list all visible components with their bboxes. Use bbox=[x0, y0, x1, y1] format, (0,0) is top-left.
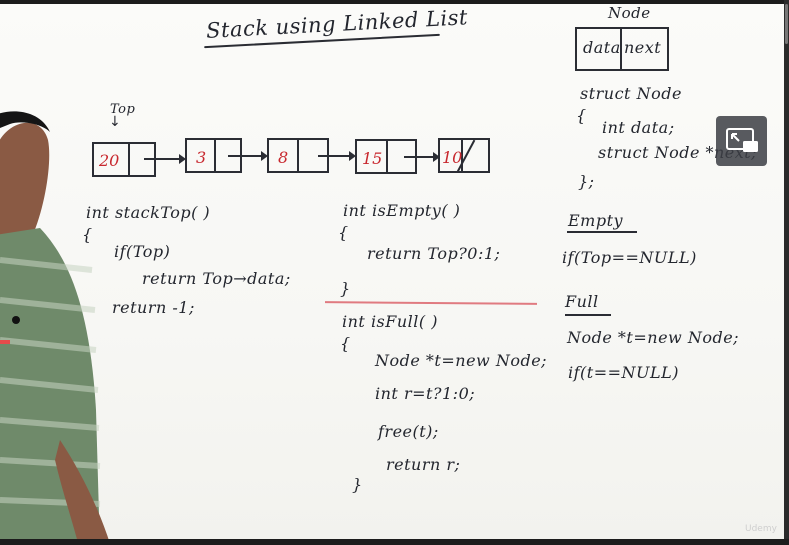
picture-in-picture-button[interactable] bbox=[716, 116, 767, 166]
udemy-watermark: Udemy bbox=[745, 524, 777, 534]
full-line-2: if(t==NULL) bbox=[568, 363, 679, 382]
list-node-divider bbox=[297, 138, 299, 173]
node-box bbox=[575, 27, 669, 71]
presenter-image bbox=[0, 111, 111, 545]
scrollbar-track[interactable] bbox=[784, 0, 789, 545]
list-node-divider bbox=[386, 139, 388, 174]
struct-line-1: struct Node bbox=[580, 84, 682, 103]
red-separator-line bbox=[324, 301, 538, 305]
list-node-value: 20 bbox=[99, 151, 120, 170]
node-label: Node bbox=[608, 4, 651, 22]
struct-line-2: { bbox=[576, 106, 587, 125]
list-node-divider bbox=[461, 138, 463, 173]
stacktop-line-2: { bbox=[82, 225, 93, 244]
stacktop-line-5: return -1; bbox=[112, 298, 195, 317]
list-node-value: 8 bbox=[278, 148, 289, 167]
isfull-line-7: } bbox=[352, 475, 363, 494]
stacktop-line-4: return Top→data; bbox=[142, 269, 291, 288]
list-node-value: 15 bbox=[362, 149, 383, 168]
isfull-line-5: free(t); bbox=[378, 422, 439, 441]
list-node-divider bbox=[128, 142, 130, 177]
list-node bbox=[438, 138, 490, 173]
top-pointer-label: Top bbox=[110, 102, 136, 117]
empty-heading-underline bbox=[567, 231, 637, 233]
isempty-line-2: { bbox=[338, 223, 349, 242]
empty-heading: Empty bbox=[568, 211, 624, 230]
list-node-value: 10 bbox=[442, 148, 463, 167]
top-border bbox=[0, 0, 789, 4]
full-heading-underline bbox=[565, 314, 611, 316]
full-line-1: Node *t=new Node; bbox=[567, 328, 740, 347]
isempty-line-4: } bbox=[340, 279, 351, 298]
list-arrow bbox=[144, 154, 186, 164]
empty-condition: if(Top==NULL) bbox=[562, 248, 697, 267]
list-node-value: 3 bbox=[196, 148, 207, 167]
node-field-next: next bbox=[624, 38, 662, 57]
list-arrow bbox=[318, 151, 356, 161]
struct-line-5: }; bbox=[578, 172, 595, 191]
full-heading: Full bbox=[565, 292, 599, 311]
node-divider bbox=[620, 27, 622, 71]
scrollbar-thumb[interactable] bbox=[785, 4, 788, 44]
picture-in-picture-icon bbox=[726, 128, 758, 152]
isempty-line-1: int isEmpty( ) bbox=[343, 201, 461, 220]
board-title: Stack using Linked List bbox=[205, 5, 469, 43]
list-arrow bbox=[404, 152, 440, 162]
stacktop-line-3: if(Top) bbox=[114, 242, 171, 261]
list-arrow bbox=[228, 151, 268, 161]
isfull-line-6: return r; bbox=[386, 455, 461, 474]
isempty-line-3: return Top?0:1; bbox=[367, 244, 501, 263]
isfull-line-3: Node *t=new Node; bbox=[375, 351, 548, 370]
bottom-border bbox=[0, 539, 789, 545]
isfull-line-1: int isFull( ) bbox=[342, 312, 438, 331]
isfull-line-4: int r=t?1:0; bbox=[375, 384, 476, 403]
list-node-divider bbox=[214, 138, 216, 173]
node-field-data: data bbox=[583, 38, 621, 57]
top-pointer-arrow: ↓ bbox=[109, 114, 121, 130]
struct-line-3: int data; bbox=[602, 118, 675, 137]
isfull-line-2: { bbox=[340, 334, 351, 353]
stacktop-line-1: int stackTop( ) bbox=[86, 203, 211, 222]
